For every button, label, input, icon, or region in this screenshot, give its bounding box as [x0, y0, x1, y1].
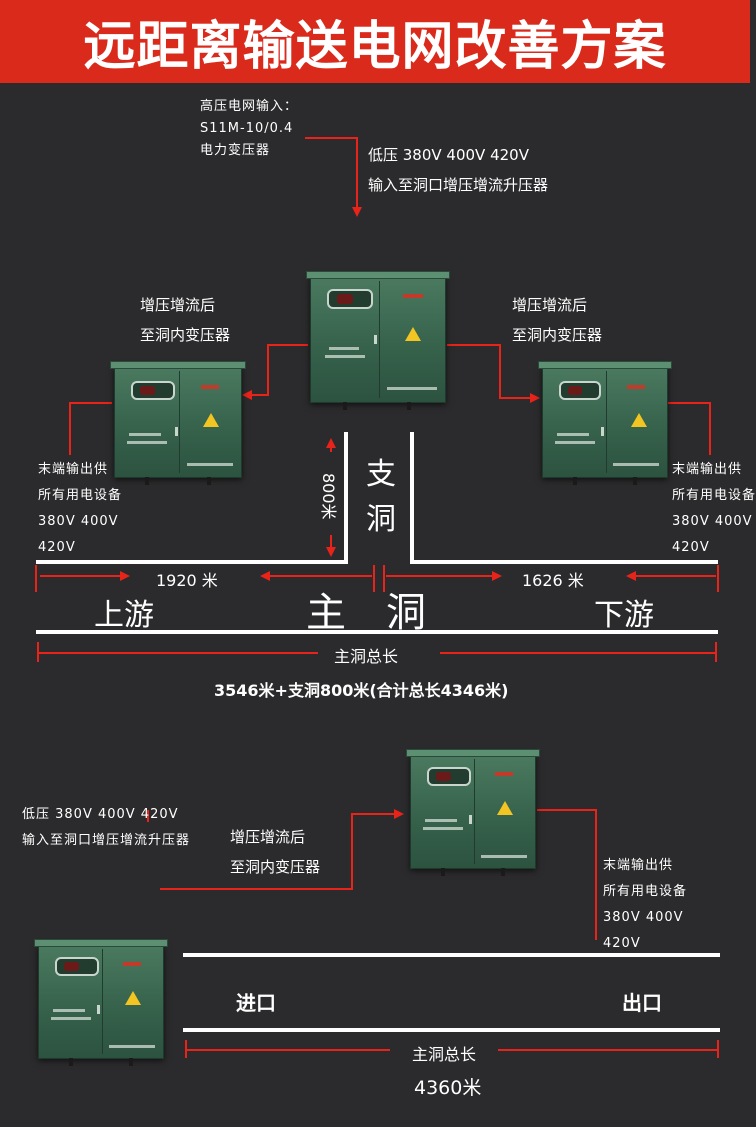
bottom-after-boost-label: 增压增流后 至洞内变压器 [230, 828, 321, 876]
low-voltage-input-label: 低压 380V 400V 420V 输入至洞口增压增流升压器 [368, 146, 549, 194]
tunnel-transformer-cabinet-right [538, 361, 672, 485]
input-arrow [305, 137, 362, 217]
header-banner: 远距离输送电网改善方案 [0, 0, 750, 83]
warning-icon [497, 801, 513, 815]
arrow-to-left-cabinet [242, 344, 308, 400]
right-after-boost-label: 增压增流后 至洞内变压器 [512, 296, 603, 344]
right-end-output-line [667, 402, 711, 455]
warning-icon [631, 413, 647, 427]
left-end-output-label: 末端输出供 所有用电设备 380V 400V 420V [38, 462, 123, 555]
warning-icon [125, 991, 141, 1005]
bottom-end-output-label: 末端输出供 所有用电设备 380V 400V 420V [603, 858, 688, 951]
page-title: 远距离输送电网改善方案 [83, 17, 667, 77]
exit-label: 出口 [622, 991, 662, 1015]
upstream-distance-label: 1920 米 [156, 571, 218, 590]
branch-tunnel-label: 支 洞 [366, 457, 396, 537]
left-end-output-line [69, 402, 112, 455]
bottom-input-arrow [160, 809, 404, 890]
warning-icon [203, 413, 219, 427]
branch-tunnel-right-wall [410, 432, 718, 564]
bottom-main-total-label: 主洞总长 [412, 1045, 477, 1064]
branch-tunnel-left-wall [36, 432, 348, 564]
source-transformer-label: 高压电网输入： S11M-10/0.4 电力变压器 [200, 99, 299, 159]
downstream-label: 下游 [594, 598, 654, 633]
booster-transformer-cabinet-center [306, 271, 450, 410]
upstream-label: 上游 [94, 598, 154, 633]
entrance-label: 进口 [236, 991, 276, 1015]
tunnel-transformer-cabinet-left [110, 361, 246, 485]
main-tunnel-label: 主洞 [306, 590, 466, 636]
tunnel-transformer-cabinet-bottom-left [34, 939, 168, 1066]
bottom-end-output-line [537, 809, 597, 940]
left-after-boost-label: 增压增流后 至洞内变压器 [140, 296, 231, 344]
total-length-summary: 3546米+支洞800米(合计总长4346米) [214, 681, 509, 700]
arrow-to-right-cabinet [447, 344, 540, 403]
downstream-distance-label: 1626 米 [522, 571, 584, 590]
booster-transformer-cabinet-bottom [406, 749, 540, 876]
right-end-output-label: 末端输出供 所有用电设备 380V 400V 420V [672, 462, 756, 555]
warning-icon [405, 327, 421, 341]
main-total-label: 主洞总长 [334, 647, 399, 666]
bottom-total-length: 4360米 [414, 1077, 482, 1099]
bottom-input-label: 低压 380V 400V 420V 输入至洞口增压增流升压器 [22, 807, 191, 848]
branch-distance-label: 800米 [319, 473, 338, 520]
